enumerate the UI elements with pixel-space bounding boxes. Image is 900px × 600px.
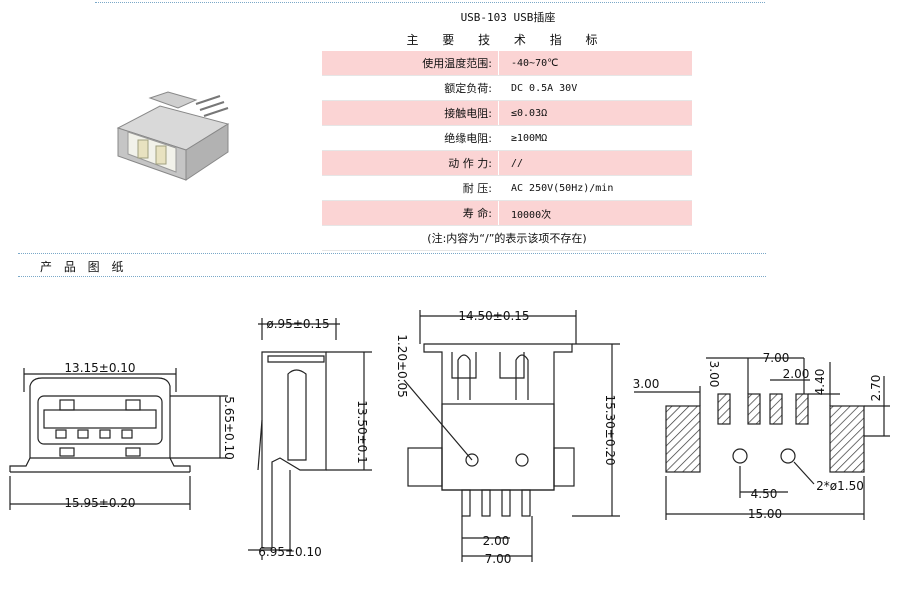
dim-pcb-top-b: 7.00: [763, 351, 790, 365]
top-divider: [95, 2, 765, 3]
back-view: [403, 310, 620, 562]
spec-value: ≥100MΩ: [498, 125, 692, 151]
spec-value: //: [498, 150, 692, 176]
dim-back-top: 14.50±0.15: [458, 309, 529, 323]
spec-label: 耐 压:: [322, 175, 499, 201]
product-title: USB-103 USB插座: [0, 9, 900, 25]
pcb-footprint: [634, 357, 890, 520]
spec-value: -40~70℃: [498, 51, 692, 76]
dim-side-top: ø.95±0.15: [266, 317, 329, 331]
dim-front-bottom: 15.95±0.20: [64, 496, 135, 510]
section-title: 产 品 图 纸: [40, 260, 128, 274]
spec-row: 耐 压:AC 250V(50Hz)/min: [322, 175, 692, 201]
dim-pcb-right-b: 2.70: [869, 375, 883, 402]
spec-row: 动 作 力://: [322, 150, 692, 176]
spec-label: 动 作 力:: [322, 150, 499, 176]
dim-back-b2: 7.00: [485, 552, 512, 566]
side-view: [248, 318, 372, 560]
spec-note-row: (注:内容为“/”的表示该项不存在): [322, 225, 692, 251]
spec-label: 绝缘电阻:: [322, 125, 499, 151]
dim-side-right: 13.50±0.1: [355, 400, 369, 464]
spec-row: 绝缘电阻:≥100MΩ: [322, 125, 692, 151]
dim-pcb-top-a: 3.00: [707, 361, 721, 388]
dim-back-b1: 2.00: [483, 534, 510, 548]
dim-back-right: 15.30±0.20: [603, 394, 617, 465]
dim-pcb-right-a: 4.40: [813, 369, 827, 396]
dim-side-bottom: 6.95±0.10: [258, 545, 322, 559]
spec-label: 使用温度范围:: [322, 51, 499, 76]
dim-pcb-hole: 2*ø1.50: [816, 479, 864, 493]
spec-note: (注:内容为“/”的表示该项不存在): [322, 225, 692, 251]
spec-row: 额定负荷:DC 0.5A 30V: [322, 75, 692, 101]
spec-label: 接触电阻:: [322, 100, 499, 126]
spec-label: 寿 命:: [322, 200, 499, 226]
spec-value: 10000次: [498, 200, 692, 226]
spec-table: 使用温度范围:-40~70℃ 额定负荷:DC 0.5A 30V 接触电阻:≤0.…: [322, 51, 692, 251]
spec-value: ≤0.03Ω: [498, 100, 692, 126]
spec-row: 接触电阻:≤0.03Ω: [322, 100, 692, 126]
front-view: [9, 368, 228, 510]
dim-pcb-top-c: 2.00: [783, 367, 810, 381]
dim-front-top: 13.15±0.10: [64, 361, 135, 375]
product-title-text: USB-103 USB插座: [460, 11, 556, 24]
dim-front-right: 5.65±0.10: [222, 396, 236, 460]
dim-pcb-left: 3.00: [633, 377, 660, 391]
spec-value: AC 250V(50Hz)/min: [498, 175, 692, 201]
section-divider-top: [18, 253, 766, 254]
section-divider-bottom: [18, 276, 766, 277]
dim-pcb-mid: 4.50: [751, 487, 778, 501]
dim-back-left: 1.20±0.05: [395, 334, 409, 398]
spec-row: 寿 命:10000次: [322, 200, 692, 226]
dim-pcb-bottom: 15.00: [748, 507, 782, 521]
spec-value: DC 0.5A 30V: [498, 75, 692, 101]
spec-label: 额定负荷:: [322, 75, 499, 101]
spec-heading: 主 要 技 术 指 标: [406, 33, 608, 47]
spec-row: 使用温度范围:-40~70℃: [322, 51, 692, 76]
